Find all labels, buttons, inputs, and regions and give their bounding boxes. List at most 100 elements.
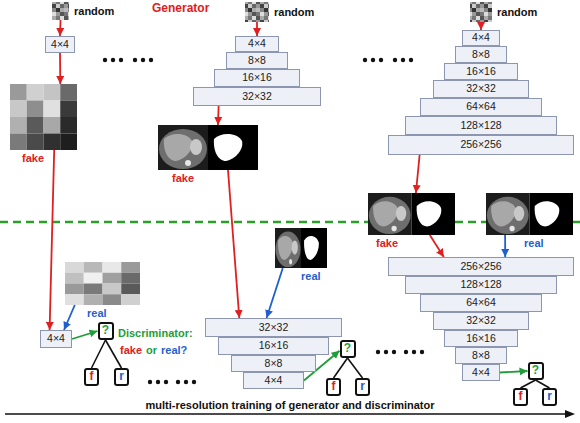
- resolution-box: 64×64: [420, 294, 542, 312]
- noise-input: random: [245, 2, 269, 22]
- time-axis: [5, 413, 567, 415]
- resolution-box: 8×8: [231, 355, 316, 372]
- resolution-box: 8×8: [455, 46, 507, 63]
- box-label: 32×32: [466, 83, 496, 95]
- ct-image: [368, 193, 455, 235]
- image-sample: real: [65, 262, 140, 305]
- input-label: random: [497, 6, 537, 18]
- box-label: 128×128: [460, 279, 501, 291]
- tree-branch: [334, 358, 348, 378]
- box-label: 32×32: [259, 322, 289, 334]
- note-text: or: [146, 344, 157, 356]
- box-label: 32×32: [242, 91, 272, 103]
- tree-branch: [521, 380, 536, 388]
- box-label: 256×256: [460, 261, 501, 273]
- box-label: 32×32: [466, 315, 496, 327]
- box-label: 64×64: [466, 101, 496, 113]
- flow-arrow: [267, 268, 283, 318]
- axis-arrowhead: [565, 410, 575, 418]
- resolution-box: 4×4: [462, 364, 500, 381]
- box-label: 16×16: [466, 66, 496, 78]
- resolution-box: 256×256: [388, 135, 574, 155]
- decision-node: r: [542, 388, 557, 406]
- resolution-box: 32×32: [433, 312, 529, 330]
- note-text: Discriminator:: [118, 327, 193, 339]
- noise-input: random: [52, 2, 69, 20]
- sample-label: fake: [22, 152, 44, 164]
- decision-node: r: [355, 378, 370, 396]
- box-label: 8×8: [248, 55, 266, 67]
- box-label: f: [90, 370, 94, 383]
- real-pixel-image: [65, 262, 140, 305]
- resolution-box: 4×4: [235, 36, 279, 52]
- tree-branch: [92, 340, 106, 368]
- box-label: 4×4: [472, 32, 490, 44]
- box-label: 4×4: [265, 375, 283, 387]
- note-text: real?: [161, 344, 187, 356]
- decision-node: f: [326, 378, 341, 396]
- resolution-box: 4×4: [45, 36, 75, 53]
- flow-arrow: [64, 305, 75, 330]
- resolution-box: 64×64: [420, 98, 542, 116]
- resolution-box: 128×128: [405, 116, 557, 135]
- resolution-box: 4×4: [462, 30, 500, 46]
- section-title: Generator: [152, 2, 209, 15]
- box-label: 8×8: [472, 350, 490, 362]
- flow-arrow: [504, 235, 506, 257]
- axis-label: multi-resolution training of generator a…: [145, 399, 434, 411]
- ct-image: [275, 228, 327, 268]
- sample-label: real: [301, 270, 321, 282]
- flow-arrow: [59, 20, 61, 36]
- box-label: 16×16: [242, 72, 272, 84]
- image-sample: real: [486, 193, 573, 235]
- box-label: 4×4: [248, 38, 266, 50]
- resolution-box: 4×4: [40, 330, 72, 348]
- box-label: r: [119, 370, 124, 383]
- flow-arrow: [59, 53, 61, 84]
- box-label: ?: [102, 324, 109, 337]
- box-label: 8×8: [472, 49, 490, 61]
- box-label: 256×256: [460, 139, 501, 151]
- resolution-box: 8×8: [226, 52, 288, 69]
- ct-image: [158, 125, 258, 170]
- resolution-box: 16×16: [218, 337, 329, 355]
- sample-label: fake: [376, 237, 398, 249]
- box-label: f: [519, 390, 523, 403]
- decision-node: r: [114, 368, 129, 386]
- flow-arrow: [217, 106, 219, 125]
- fake-pixel-image: [10, 84, 77, 150]
- decision-node: ?: [98, 322, 114, 340]
- image-sample: fake: [158, 125, 258, 170]
- flow-arrow: [256, 22, 258, 36]
- resolution-box: 16×16: [444, 63, 518, 80]
- box-label: 4×4: [51, 39, 69, 51]
- flow-arrow: [430, 235, 444, 257]
- decision-node: ?: [340, 340, 356, 358]
- box-label: 64×64: [466, 297, 496, 309]
- flow-arrow: [228, 170, 239, 318]
- sample-label: real: [87, 307, 107, 319]
- box-label: 16×16: [259, 340, 289, 352]
- decision-node: ?: [528, 362, 544, 380]
- flow-arrow: [72, 331, 98, 339]
- tree-branch: [536, 380, 550, 388]
- ct-image: [486, 193, 573, 235]
- box-label: ?: [344, 342, 351, 355]
- resolution-box: 16×16: [444, 330, 518, 347]
- resolution-box: 128×128: [405, 276, 557, 294]
- noise-image: [245, 2, 269, 22]
- resolution-box: 256×256: [388, 257, 574, 276]
- resolution-box: 16×16: [214, 69, 300, 87]
- box-label: 4×4: [472, 367, 490, 379]
- resolution-box: 32×32: [433, 80, 529, 98]
- box-label: 16×16: [466, 333, 496, 345]
- tree-branch: [106, 340, 122, 368]
- flow-arrow: [480, 22, 482, 30]
- noise-image: [470, 2, 492, 22]
- flow-arrow: [416, 155, 420, 193]
- box-label: 8×8: [265, 358, 283, 370]
- box-label: ?: [532, 364, 539, 377]
- sample-label: real: [524, 237, 544, 249]
- box-label: r: [360, 380, 365, 393]
